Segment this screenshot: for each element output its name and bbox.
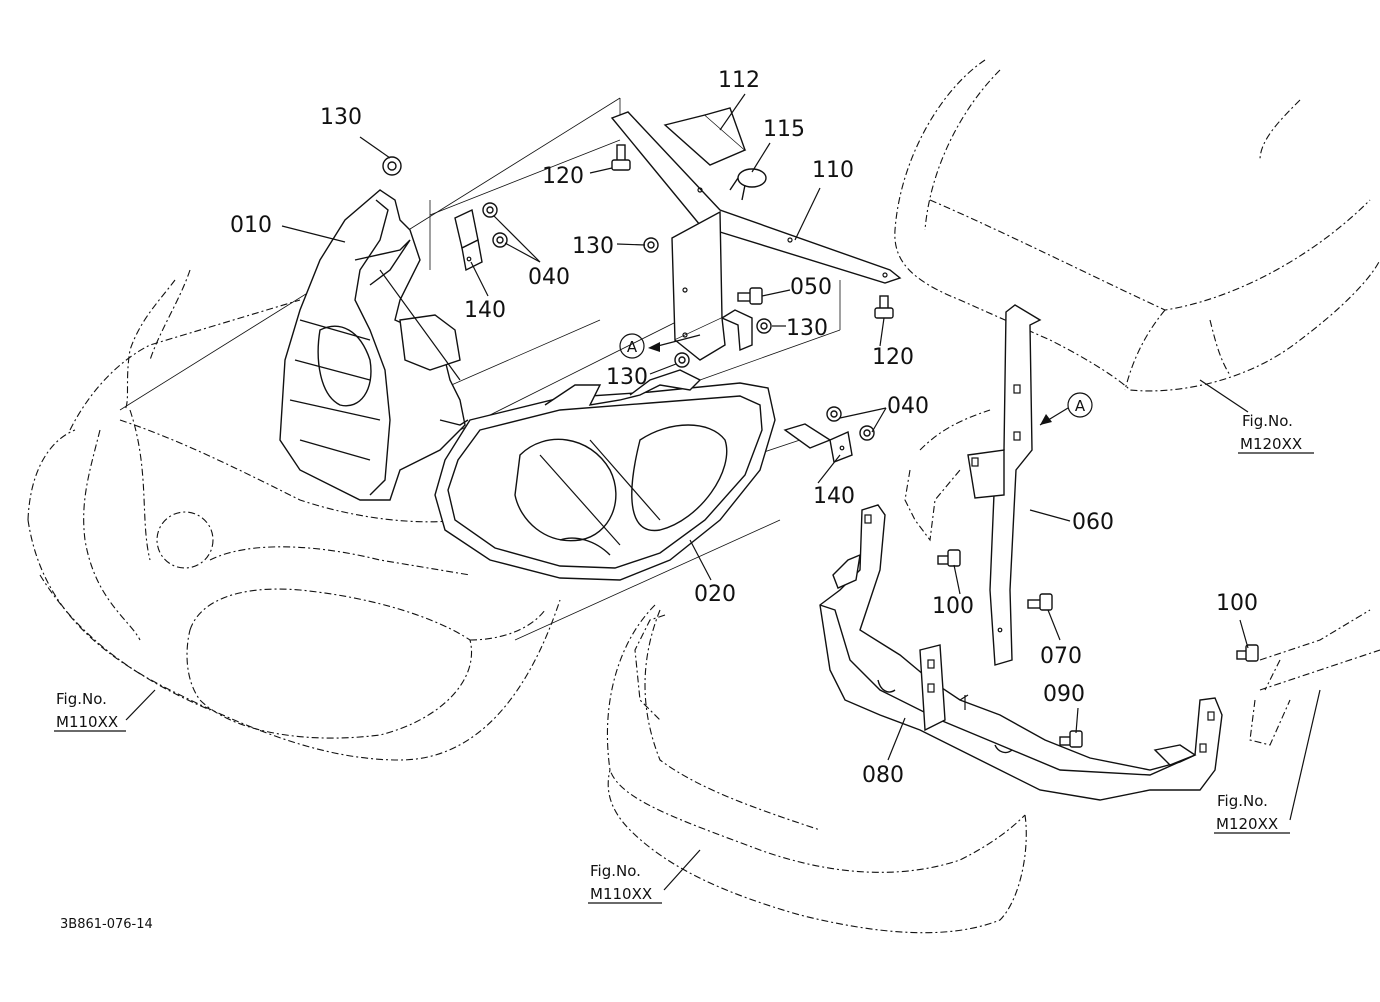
label-120-left: 120 [542,164,584,189]
nut-130-right [756,318,772,334]
bumper-reference [606,604,1027,934]
cover-112 [663,107,747,166]
nut-040-right [826,406,875,441]
nut-040-left [482,202,508,248]
fig-ref-bottom-code: M110XX [590,885,652,903]
bolt-070 [1027,593,1053,611]
headlight-010 [279,189,469,501]
label-100-left: 100 [932,594,974,619]
fig-ref-bottom: Fig.No. M110XX [588,862,662,904]
headlight-020 [434,369,776,581]
bracket-140-left [454,208,483,272]
bracket-060 [967,304,1042,666]
label-130-low: 130 [606,365,648,390]
fig-ref-left: Fig.No. M110XX [54,690,126,732]
frame-080 [819,504,1223,801]
fig-ref-top-right: Fig.No. M120XX [1238,412,1314,454]
label-080: 080 [862,763,904,788]
hood-reference [894,59,1380,392]
label-040-right: 040 [887,394,929,419]
svg-text:A: A [1075,397,1086,415]
label-130-right: 130 [786,316,828,341]
label-040-left: 040 [528,265,570,290]
bolt-120-left [611,144,631,171]
label-020: 020 [694,582,736,607]
fig-ref-right-code: M120XX [1216,815,1278,833]
arrow-a-right [1039,407,1069,426]
fig-ref-right: Fig.No. M120XX [1214,792,1290,834]
svg-text:A: A [627,338,638,356]
nut-130-low [674,352,690,368]
label-050: 050 [790,275,832,300]
label-140-right: 140 [813,484,855,509]
svg-text:Fig.No.: Fig.No. [590,862,641,880]
front-grille-reference [27,269,561,761]
label-115: 115 [763,117,805,142]
bracket-140-right [783,423,853,463]
label-070: 070 [1040,644,1082,669]
svg-text:Fig.No.: Fig.No. [56,690,107,708]
svg-text:Fig.No.: Fig.No. [1242,412,1293,430]
svg-text:Fig.No.: Fig.No. [1217,792,1268,810]
bolt-050 [737,287,763,305]
leader-lines [125,93,1321,891]
label-090: 090 [1043,682,1085,707]
label-100-right: 100 [1216,591,1258,616]
a-marker-left: A [619,333,645,359]
bolt-100-left [937,549,961,567]
bolt-090 [1059,730,1083,748]
fig-ref-top-right-code: M120XX [1240,435,1302,453]
right-fender-reference [904,409,1380,746]
arrow-a-left [648,334,701,352]
stay-110 [610,111,902,361]
drawing-code: 3B861-076-14 [60,917,153,932]
nut-130-mid [643,237,659,253]
clamp-115 [729,168,767,201]
label-110: 110 [812,158,854,183]
construction-lines [119,97,841,641]
a-marker-right: A [1067,392,1093,418]
label-130-top: 130 [320,105,362,130]
label-140-left: 140 [464,298,506,323]
part-labels: 130 010 112 115 120 110 130 040 140 050 … [230,68,1258,788]
label-130-mid: 130 [572,234,614,259]
label-060: 060 [1072,510,1114,535]
nut-130-top [382,156,402,176]
bolt-120-right [874,295,894,319]
label-120-right: 120 [872,345,914,370]
fig-ref-left-code: M110XX [56,713,118,731]
label-112: 112 [718,68,760,93]
label-010: 010 [230,213,272,238]
bolt-100-right [1236,644,1259,662]
